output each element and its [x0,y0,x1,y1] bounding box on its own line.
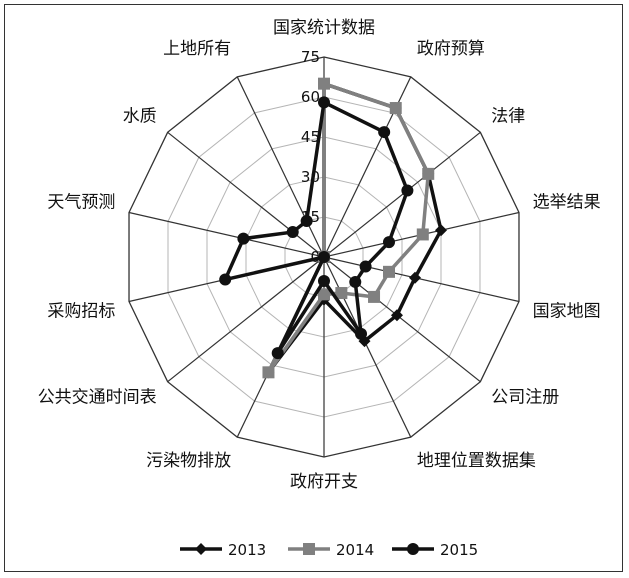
data-point [359,260,372,273]
data-point [195,543,207,555]
chart-frame [4,4,623,572]
data-point [368,290,381,303]
category-label: 采购招标 [47,302,115,322]
data-point [335,287,348,300]
spoke-line [236,76,325,258]
legend: 2013 2014 2015 [180,541,478,559]
tick-label: 0 [310,248,320,266]
category-label: 公司注册 [491,387,559,407]
data-point [416,228,429,241]
data-point [401,184,414,197]
data-point [378,126,391,139]
spoke-line [323,256,520,303]
data-point [262,366,275,379]
spoke-line [323,131,481,258]
legend-label: 2015 [440,541,478,559]
data-point [355,327,368,340]
data-point [434,224,447,237]
data-point [382,265,395,278]
data-point [382,236,395,249]
data-point [390,309,403,322]
spoke-line [128,211,325,258]
category-label: 国家统计数据 [273,18,375,38]
data-point [303,543,315,555]
category-label: 地理位置数据集 [417,451,536,471]
tick-label: 75 [301,48,320,66]
data-point [300,214,313,227]
data-point [318,251,330,263]
data-point [408,271,421,284]
category-label: 选举结果 [533,192,601,212]
data-point [422,167,435,180]
data-point [271,347,284,360]
category-label: 上地所有 [163,39,231,59]
data-point [237,232,250,245]
category-label: 政府预算 [417,39,485,59]
data-point [318,288,330,301]
category-label: 国家地图 [533,302,601,322]
category-label: 水质 [123,107,157,127]
series-2015 [219,96,414,360]
category-label: 污染物排放 [146,451,231,471]
spoke-line [323,256,481,383]
data-point [318,275,330,287]
series-lines [219,77,447,379]
tick-label: 45 [301,128,320,146]
category-label: 公共交通时间表 [38,387,157,407]
category-label: 法律 [491,107,525,127]
data-point [219,273,232,286]
data-point [318,77,330,90]
data-point [318,96,330,109]
spoke-line [323,256,412,438]
legend-label: 2014 [336,541,374,559]
category-label: 政府开支 [290,472,358,492]
category-label: 天气预测 [47,192,115,212]
data-point [407,543,419,555]
tick-label: 60 [301,88,320,106]
spoke-line [167,256,325,383]
spoke-line [167,131,325,258]
data-point [389,102,402,115]
data-point [286,226,299,239]
data-point [349,275,362,288]
legend-label: 2013 [228,541,266,559]
